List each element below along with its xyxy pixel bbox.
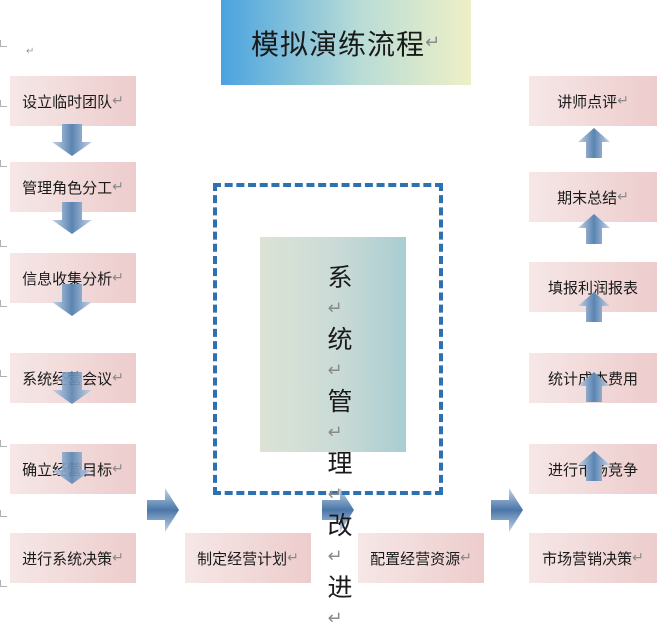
step-label: 填报利润报表 — [547, 278, 638, 297]
step-label: 设立临时团队 — [22, 92, 113, 111]
arrow-right-icon — [147, 488, 179, 532]
center-char: 改↵ — [327, 511, 353, 567]
arrow-up-icon — [578, 451, 610, 481]
improvement-loop-border — [213, 183, 443, 495]
paragraph-mark: ↵ — [617, 189, 629, 205]
center-char: 管↵ — [327, 387, 353, 443]
step-system-decision: 进行系统决策↵ — [10, 533, 136, 583]
center-char: 理↵ — [327, 449, 353, 505]
step-label: 市场营销决策 — [542, 549, 633, 568]
step-label: 制定经营计划 — [197, 549, 288, 568]
paragraph-mark: ↵ — [112, 270, 124, 286]
margin-marks — [0, 40, 8, 599]
paragraph-mark-small: ↵ — [26, 46, 35, 57]
step-info-analysis: 信息收集分析↵ — [10, 253, 136, 303]
step-label: 信息收集分析 — [22, 269, 113, 288]
step-period-summary: 期末总结↵ — [529, 172, 657, 222]
arrow-up-icon — [578, 214, 610, 244]
paragraph-mark: ↵ — [287, 550, 299, 566]
arrow-down-icon — [52, 284, 92, 316]
paragraph-mark: ↵ — [112, 179, 124, 195]
step-label: 讲师点评 — [557, 92, 618, 111]
paragraph-mark: ↵ — [632, 550, 644, 566]
step-allocate-resources: 配置经营资源↵ — [358, 533, 484, 583]
step-label: 进行系统决策 — [22, 549, 113, 568]
paragraph-mark: ↵ — [112, 93, 124, 109]
arrow-up-icon — [578, 128, 610, 158]
step-instructor-review: 讲师点评↵ — [529, 76, 657, 126]
step-make-plan: 制定经营计划↵ — [185, 533, 311, 583]
diagram-title: 模拟演练流程 — [250, 27, 425, 61]
paragraph-mark: ↵ — [460, 550, 472, 566]
paragraph-mark: ↵ — [112, 550, 124, 566]
paragraph-mark: ↵ — [112, 461, 124, 477]
paragraph-mark: ↵ — [424, 32, 442, 53]
step-label: 管理角色分工 — [22, 178, 113, 197]
step-setup-team: 设立临时团队↵ — [10, 76, 136, 126]
arrow-up-icon — [578, 372, 610, 402]
arrow-down-icon — [52, 372, 92, 404]
arrow-right-icon — [491, 488, 523, 532]
arrow-up-icon — [578, 292, 610, 322]
center-box — [260, 237, 406, 452]
step-label: 期末总结 — [557, 188, 618, 207]
center-char: 系↵ — [327, 263, 353, 319]
step-marketing-decision: 市场营销决策↵ — [529, 533, 657, 583]
paragraph-mark: ↵ — [617, 93, 629, 109]
paragraph-mark: ↵ — [112, 370, 124, 386]
arrow-right-icon — [322, 488, 354, 532]
center-char: 统↵ — [327, 325, 353, 381]
arrow-down-icon — [52, 452, 92, 484]
arrow-down-icon — [52, 124, 92, 156]
center-char: 进↵ — [327, 573, 353, 629]
step-label: 配置经营资源 — [370, 549, 461, 568]
arrow-down-icon — [52, 202, 92, 234]
diagram-title-box: 模拟演练流程↵ — [221, 0, 471, 85]
center-vertical-label: 系↵ 统↵ 管↵ 理↵ 改↵ 进↵ — [310, 262, 370, 634]
